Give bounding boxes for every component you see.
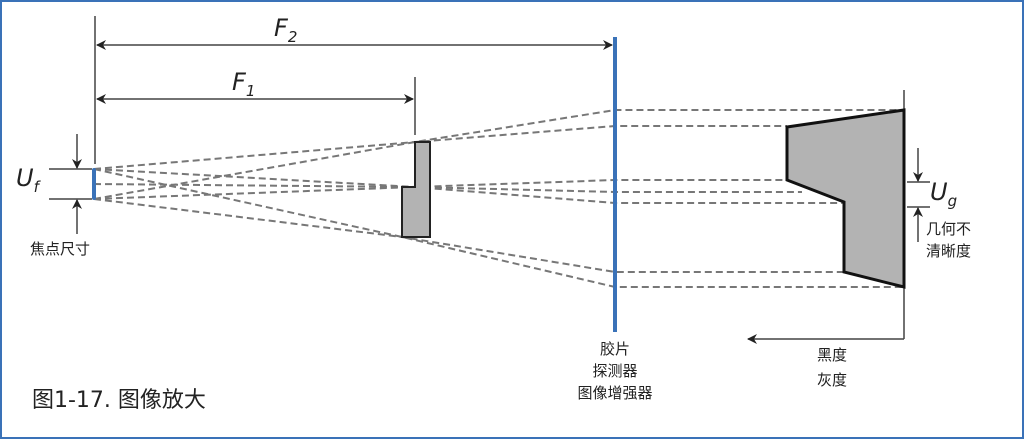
detector-label: 胶片 探测器 图像增强器: [562, 338, 668, 404]
focal-spot-size-label: 焦点尺寸: [30, 240, 91, 258]
ug-label: Ug: [930, 178, 958, 210]
image-shape: [785, 108, 906, 289]
ray: [93, 109, 904, 200]
detector-label-detector: 探测器: [592, 362, 638, 380]
f2-label: F2: [274, 14, 298, 46]
f1-label: F1: [232, 68, 256, 100]
projection-rays: [93, 109, 904, 288]
density-label: 黑度 灰度: [817, 343, 847, 393]
ray: [93, 125, 787, 170]
geometric-unsharpness-line1: 几何不: [926, 220, 972, 238]
object-shape: [401, 141, 431, 238]
ray: [93, 168, 904, 288]
uf-label: Uf: [16, 164, 39, 196]
detector-label-film: 胶片: [599, 340, 630, 358]
ray: [93, 185, 844, 204]
detector-label-intensifier: 图像增强器: [577, 384, 653, 402]
geometric-unsharpness-line2: 清晰度: [926, 242, 972, 260]
ray: [93, 198, 844, 273]
density-label-black: 黑度: [817, 346, 848, 364]
ray: [93, 168, 787, 189]
density-label-gray: 灰度: [817, 371, 848, 389]
figure-caption: 图1-17. 图像放大: [32, 388, 206, 413]
geometric-unsharpness-label: 几何不 清晰度: [926, 218, 971, 262]
ray: [93, 183, 802, 193]
